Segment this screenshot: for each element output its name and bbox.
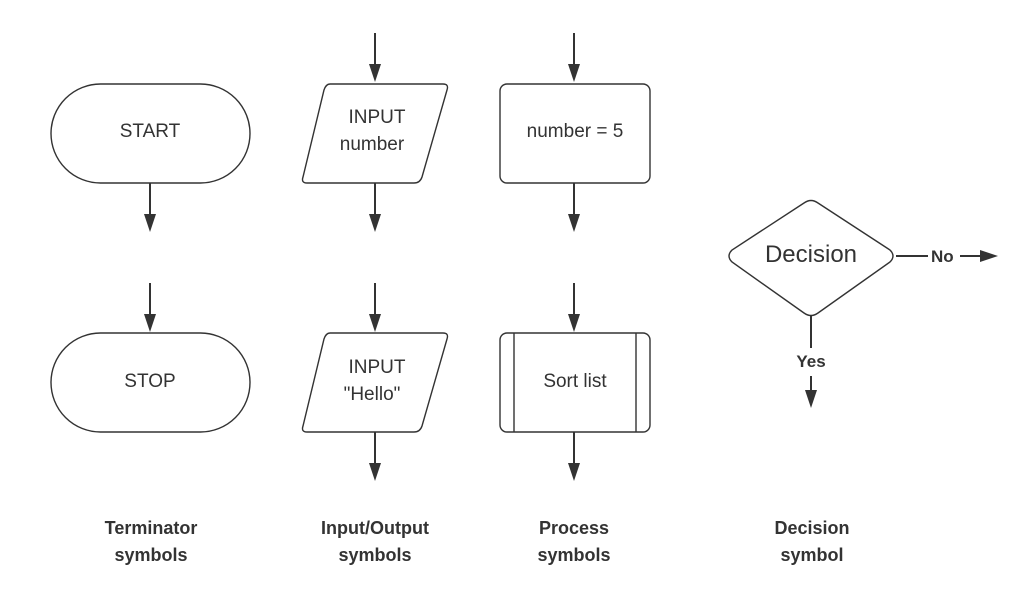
decision-yes-arrowhead: [805, 390, 817, 408]
decision-caption-line1: Decision: [774, 518, 849, 538]
decision-label: Decision: [765, 241, 857, 268]
input-output-column: INPUT number INPUT "Hello" Input/Output …: [301, 33, 449, 565]
input-number-label-line1: INPUT: [349, 107, 406, 128]
decision-no-label: No: [931, 247, 954, 266]
input-hello-in-arrowhead: [369, 314, 381, 332]
terminator-column: START STOP Terminator symbols: [50, 83, 251, 565]
process-sort-out-arrowhead: [568, 463, 580, 481]
process-column: number = 5 Sort list Process symbols: [499, 33, 651, 565]
input-hello-out-arrowhead: [369, 463, 381, 481]
input-number-label-line2: number: [340, 134, 405, 155]
input-number-parallelogram: [301, 83, 449, 184]
terminator-caption-line2: symbols: [114, 545, 187, 565]
input-number-in-arrowhead: [369, 64, 381, 82]
process-sort-label: Sort list: [543, 371, 607, 392]
decision-no-arrowhead: [980, 250, 998, 262]
io-caption-line2: symbols: [338, 545, 411, 565]
process-sort-in-arrowhead: [568, 314, 580, 332]
input-number-out-arrowhead: [369, 214, 381, 232]
process-assign-out-arrowhead: [568, 214, 580, 232]
process-assign-in-arrowhead: [568, 64, 580, 82]
decision-yes-label: Yes: [796, 352, 825, 371]
stop-terminator-label: STOP: [124, 371, 175, 392]
input-hello-parallelogram: [301, 332, 449, 433]
decision-caption-line2: symbol: [780, 545, 843, 565]
process-caption-line1: Process: [539, 518, 609, 538]
terminator-caption-line1: Terminator: [105, 518, 198, 538]
decision-column: Decision No Yes Decision symbol: [728, 199, 998, 565]
decision-diamond: [728, 199, 894, 317]
process-caption-line2: symbols: [537, 545, 610, 565]
io-caption-line1: Input/Output: [321, 518, 429, 538]
input-hello-label-line2: "Hello": [344, 384, 401, 405]
start-terminator-label: START: [120, 121, 181, 142]
stop-in-arrowhead: [144, 314, 156, 332]
input-hello-label-line1: INPUT: [349, 357, 406, 378]
process-assign-label: number = 5: [527, 121, 624, 142]
stop-terminator-shape: [50, 332, 251, 433]
start-out-arrowhead: [144, 214, 156, 232]
